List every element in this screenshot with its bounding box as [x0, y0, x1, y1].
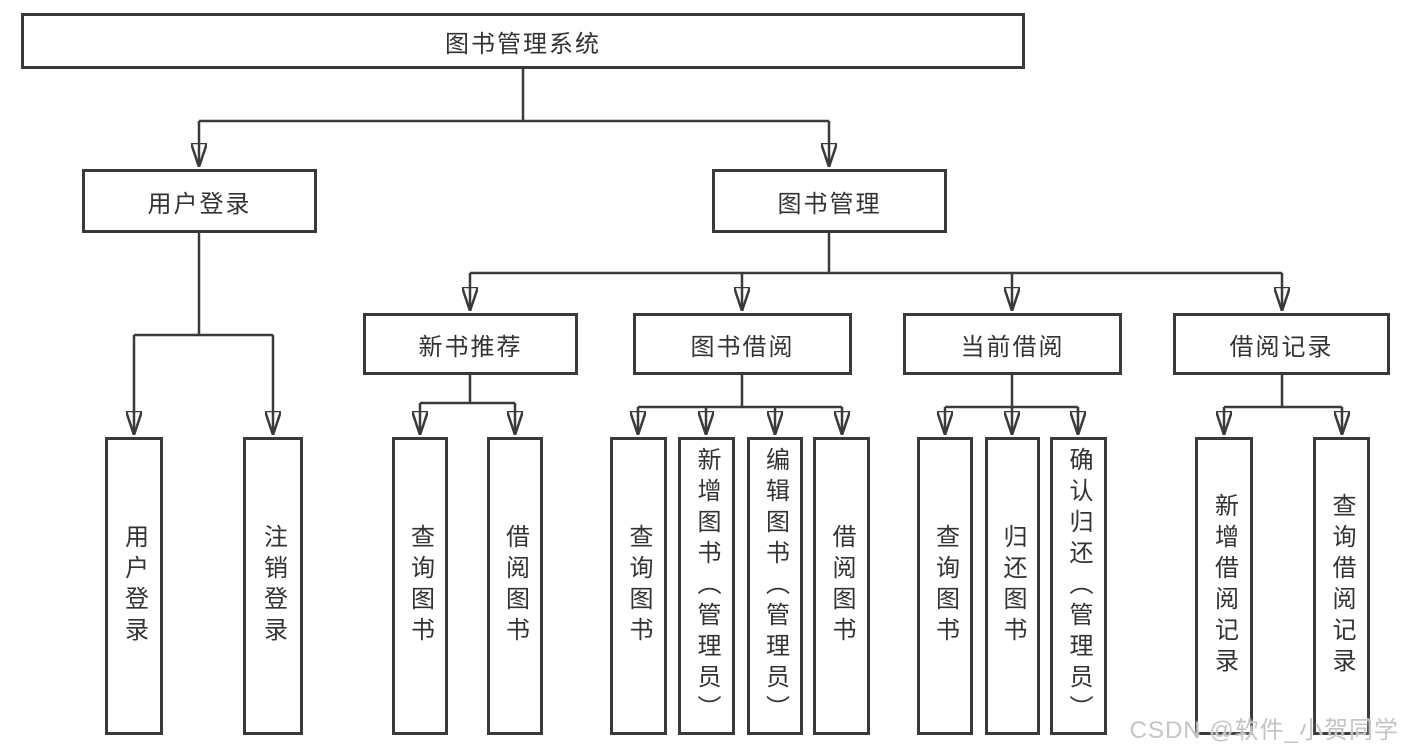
leaf-add-book-admin: 新增图书（管理员）	[678, 437, 735, 735]
node-root-label: 图书管理系统	[445, 30, 601, 58]
leaf-add-borrow-record: 新增借阅记录	[1195, 437, 1253, 735]
leaf-confirm-return-admin: 确认归还（管理员）	[1050, 437, 1107, 735]
leaf-logout: 注销登录	[243, 437, 303, 735]
node-borrow-records-label: 借阅记录	[1229, 333, 1334, 361]
node-book-management-label: 图书管理	[777, 190, 882, 218]
leaf-query-books-current: 查询图书	[917, 437, 973, 735]
leaf-query-books-borrow: 查询图书	[610, 437, 667, 735]
csdn-watermark: CSDN @软件_小贺同学	[1129, 717, 1399, 744]
leaf-add-book-admin-label: 新增图书（管理员）	[693, 446, 720, 726]
leaf-borrow-books-label: 借阅图书	[828, 524, 855, 648]
leaf-return-book-label: 归还图书	[999, 524, 1026, 648]
leaf-query-books-recommend-label: 查询图书	[406, 524, 434, 648]
node-user-login-label: 用户登录	[147, 190, 252, 218]
leaf-borrow-books-recommend: 借阅图书	[487, 437, 543, 735]
node-current-borrow-label: 当前借阅	[960, 333, 1065, 361]
leaf-query-borrow-record-label: 查询借阅记录	[1328, 493, 1355, 679]
leaf-logout-label: 注销登录	[259, 524, 287, 648]
leaf-user-login: 用户登录	[105, 437, 163, 735]
leaf-borrow-books-recommend-label: 借阅图书	[501, 524, 529, 648]
leaf-edit-book-admin: 编辑图书（管理员）	[747, 437, 803, 735]
node-new-book-recommend-label: 新书推荐	[418, 333, 523, 361]
node-root: 图书管理系统	[21, 13, 1025, 69]
node-book-management: 图书管理	[712, 169, 947, 233]
leaf-confirm-return-admin-label: 确认归还（管理员）	[1065, 446, 1092, 726]
leaf-query-books-current-label: 查询图书	[931, 524, 959, 648]
leaf-query-books-recommend: 查询图书	[392, 437, 448, 735]
leaf-query-borrow-record: 查询借阅记录	[1313, 437, 1370, 735]
leaf-user-login-label: 用户登录	[120, 524, 148, 648]
node-current-borrow: 当前借阅	[903, 313, 1122, 375]
leaf-add-borrow-record-label: 新增借阅记录	[1210, 493, 1238, 679]
leaf-edit-book-admin-label: 编辑图书（管理员）	[761, 446, 789, 726]
node-new-book-recommend: 新书推荐	[363, 313, 578, 375]
leaf-borrow-books: 借阅图书	[813, 437, 870, 735]
node-borrow-records: 借阅记录	[1173, 313, 1390, 375]
leaf-return-book: 归还图书	[985, 437, 1040, 735]
node-book-borrow: 图书借阅	[633, 313, 852, 375]
node-book-borrow-label: 图书借阅	[690, 333, 795, 361]
leaf-query-books-borrow-label: 查询图书	[625, 524, 652, 648]
node-user-login: 用户登录	[82, 169, 317, 233]
